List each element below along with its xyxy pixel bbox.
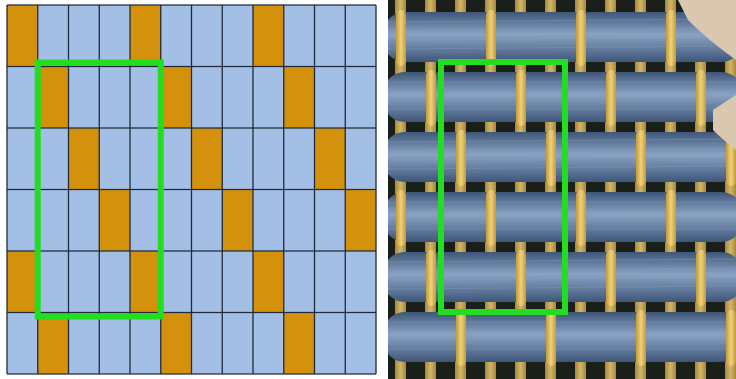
- warp-float: [486, 190, 496, 246]
- weft-cell: [99, 5, 130, 67]
- weft-cell: [161, 190, 192, 252]
- weft-cell: [7, 313, 38, 375]
- weft-cell: [130, 67, 161, 129]
- weft-cell: [315, 5, 346, 67]
- warp-float: [666, 10, 676, 66]
- warp-up-cell: [7, 251, 38, 313]
- warp-float: [696, 250, 706, 306]
- weft-cell: [99, 251, 130, 313]
- weft-cell: [192, 5, 223, 67]
- weft-cell: [7, 190, 38, 252]
- warp-float: [696, 70, 706, 126]
- warp-up-cell: [284, 313, 315, 375]
- weft-cell: [130, 313, 161, 375]
- weft-cell: [253, 67, 284, 129]
- weft-cell: [69, 313, 100, 375]
- weft-cell: [99, 128, 130, 190]
- warp-float: [396, 10, 406, 66]
- weft-cell: [345, 313, 376, 375]
- warp-up-cell: [161, 313, 192, 375]
- warp-float: [426, 250, 436, 306]
- weft-cell: [192, 251, 223, 313]
- weft-cell: [345, 5, 376, 67]
- warp-up-cell: [345, 190, 376, 252]
- weft-cell: [38, 251, 69, 313]
- warp-float: [636, 130, 646, 186]
- weft-cell: [315, 67, 346, 129]
- weft-cell: [315, 251, 346, 313]
- warp-up-cell: [161, 67, 192, 129]
- warp-float: [576, 10, 586, 66]
- weft-cell: [161, 128, 192, 190]
- warp-up-cell: [192, 128, 223, 190]
- warp-up-cell: [99, 190, 130, 252]
- weft-cell: [222, 313, 253, 375]
- weft-cell: [130, 128, 161, 190]
- warp-float: [606, 250, 616, 306]
- warp-float: [576, 190, 586, 246]
- weft-cell: [130, 190, 161, 252]
- warp-up-cell: [315, 128, 346, 190]
- weft-cell: [284, 190, 315, 252]
- weft-cell: [345, 128, 376, 190]
- weft-cell: [192, 67, 223, 129]
- warp-float: [516, 250, 526, 306]
- weft-cell: [69, 190, 100, 252]
- weft-cell: [315, 190, 346, 252]
- warp-up-cell: [130, 251, 161, 313]
- weft-cell: [253, 190, 284, 252]
- warp-float: [396, 190, 406, 246]
- weft-cell: [192, 190, 223, 252]
- warp-float: [456, 310, 466, 366]
- warp-float: [546, 130, 556, 186]
- warp-up-cell: [253, 5, 284, 67]
- weft-cell: [315, 313, 346, 375]
- weft-cell: [253, 313, 284, 375]
- weft-cell: [345, 251, 376, 313]
- warp-float: [456, 130, 466, 186]
- warp-float: [546, 310, 556, 366]
- weft-cell: [284, 5, 315, 67]
- weft-cell: [161, 251, 192, 313]
- warp-up-cell: [130, 5, 161, 67]
- weft-cell: [38, 190, 69, 252]
- warp-float: [516, 70, 526, 126]
- warp-float: [486, 10, 496, 66]
- weft-cell: [284, 251, 315, 313]
- weft-cell: [253, 128, 284, 190]
- warp-up-cell: [253, 251, 284, 313]
- weft-cell: [38, 128, 69, 190]
- weft-cell: [69, 5, 100, 67]
- weft-cell: [7, 128, 38, 190]
- warp-float: [666, 190, 676, 246]
- warp-up-cell: [38, 67, 69, 129]
- weft-cell: [222, 128, 253, 190]
- weft-thread: [388, 312, 736, 362]
- weft-cell: [38, 5, 69, 67]
- warp-float: [426, 70, 436, 126]
- weft-cell: [284, 128, 315, 190]
- weft-cell: [99, 67, 130, 129]
- warp-float: [636, 310, 646, 366]
- weft-cell: [222, 251, 253, 313]
- woven-fabric-photo: [388, 0, 736, 379]
- weft-cell: [222, 67, 253, 129]
- weft-cell: [192, 313, 223, 375]
- weft-cell: [69, 251, 100, 313]
- weft-cell: [7, 67, 38, 129]
- warp-up-cell: [284, 67, 315, 129]
- weft-cell: [345, 67, 376, 129]
- warp-float: [726, 310, 736, 366]
- warp-float: [606, 70, 616, 126]
- warp-up-cell: [38, 313, 69, 375]
- weft-cell: [161, 5, 192, 67]
- weft-cell: [69, 67, 100, 129]
- warp-up-cell: [7, 5, 38, 67]
- weft-cell: [99, 313, 130, 375]
- weft-cell: [222, 5, 253, 67]
- warp-up-cell: [222, 190, 253, 252]
- twill-weave-diagram: [0, 0, 388, 379]
- warp-up-cell: [69, 128, 100, 190]
